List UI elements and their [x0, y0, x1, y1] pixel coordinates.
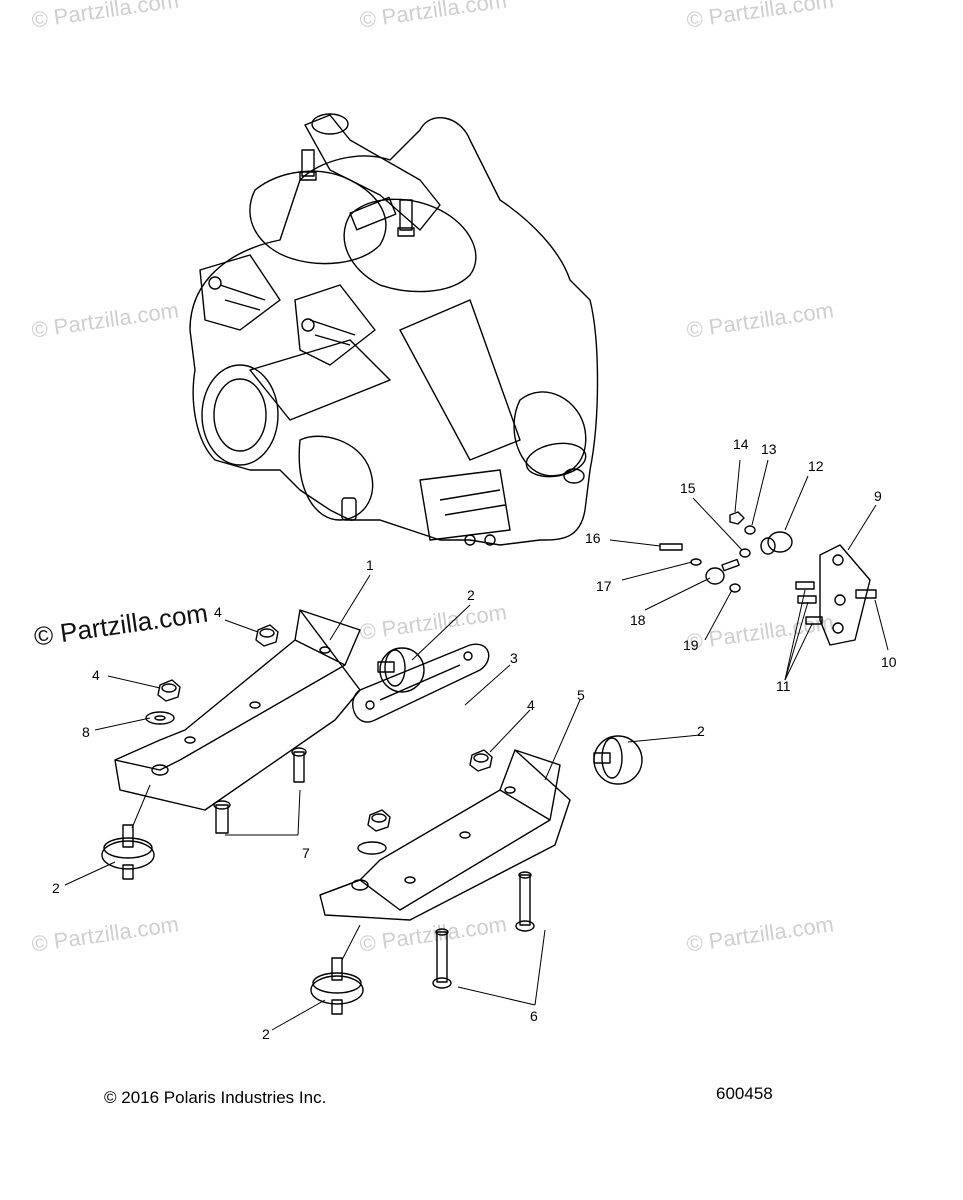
callout-9: 9: [874, 488, 882, 504]
callout-5: 5: [577, 687, 585, 703]
callout-2: 2: [697, 723, 705, 739]
bolt: [795, 581, 815, 590]
rubber-mount: [593, 735, 643, 785]
callout-15: 15: [680, 480, 696, 496]
callout-4: 4: [214, 604, 222, 620]
engine-illustration: [189, 113, 599, 546]
washer-hole: [154, 715, 166, 721]
callout-2: 2: [262, 1026, 270, 1042]
callout-17: 17: [596, 578, 612, 594]
washer: [145, 711, 175, 725]
flange-nut: [367, 809, 391, 832]
washer: [729, 583, 741, 593]
callout-2: 2: [52, 880, 60, 896]
bushing-12: [760, 531, 793, 555]
diagram-number: 600458: [716, 1084, 773, 1103]
callout-6: 6: [530, 1008, 538, 1024]
callout-11: 11: [776, 678, 791, 694]
callout-7: 7: [302, 845, 310, 861]
bolt: [213, 800, 231, 834]
bolt: [855, 589, 877, 599]
bolt: [515, 871, 535, 932]
torque-link-bracket-9: [819, 544, 871, 646]
plate-3: [352, 643, 490, 723]
engine-mount-bracket-1: [114, 609, 361, 811]
engine-mount-bracket-5: [319, 749, 571, 921]
rubber-mount: [377, 647, 425, 693]
bolt: [659, 543, 683, 551]
callout-12: 12: [808, 458, 824, 474]
bolt: [805, 616, 823, 625]
flange-nut: [469, 749, 493, 772]
callout-18: 18: [630, 612, 646, 628]
callout-8: 8: [82, 724, 90, 740]
washer: [744, 525, 756, 535]
callout-2: 2: [467, 587, 475, 603]
rubber-mount: [101, 824, 155, 880]
callout-4: 4: [92, 667, 100, 683]
washer: [690, 558, 702, 566]
washer: [357, 841, 387, 855]
rubber-mount: [310, 957, 364, 1015]
callout-16: 16: [585, 530, 601, 546]
washer: [739, 548, 751, 558]
bolt: [291, 747, 307, 783]
copyright-text: © 2016 Polaris Industries Inc.: [104, 1088, 327, 1107]
callout-4: 4: [527, 697, 535, 713]
callout-19: 19: [683, 637, 699, 653]
flange-nut: [255, 624, 279, 647]
bolt: [797, 595, 817, 604]
flange-nut: [157, 679, 181, 702]
callout-10: 10: [881, 654, 897, 670]
callout-3: 3: [510, 650, 518, 666]
callout-14: 14: [733, 436, 749, 452]
callout-1: 1: [366, 557, 374, 573]
nut: [729, 511, 745, 525]
rod-end-18: [705, 558, 740, 585]
bolt: [432, 928, 452, 989]
callout-13: 13: [761, 441, 777, 457]
